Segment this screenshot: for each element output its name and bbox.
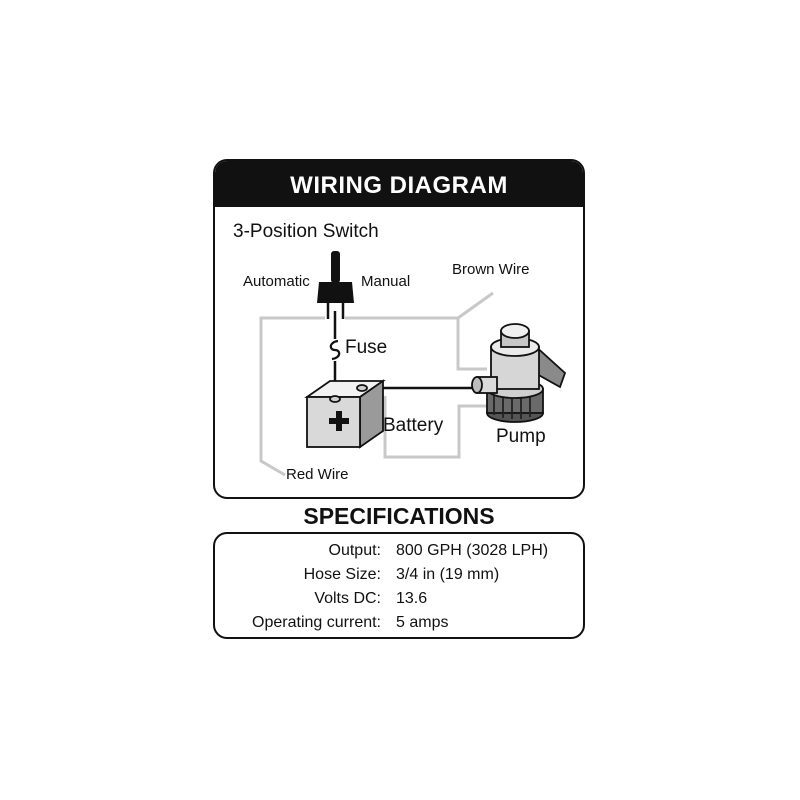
red-wire-battery (383, 396, 507, 459)
wiring-diagram-panel: WIRING DIAGRAM (213, 159, 585, 499)
battery-label: Battery (383, 415, 444, 436)
spec-value: 800 GPH (3028 LPH) (396, 542, 549, 559)
spec-row: Output: 800 GPH (3028 LPH) (215, 542, 583, 566)
wiring-diagram-drawing (259, 251, 567, 477)
fuse-icon (329, 339, 341, 361)
red-wire-label: Red Wire (286, 466, 349, 483)
spec-value: 3/4 in (19 mm) (396, 566, 500, 583)
automatic-label: Automatic (243, 273, 310, 290)
brown-wire-lead (456, 318, 487, 371)
gray-wires (259, 291, 507, 477)
specifications-panel: Output: 800 GPH (3028 LPH) Hose Size: 3/… (213, 532, 585, 639)
spec-row: Volts DC: 13.6 (215, 590, 583, 614)
switch-label: 3-Position Switch (233, 221, 379, 242)
manual-label: Manual (361, 273, 411, 290)
spec-row: Hose Size: 3/4 in (19 mm) (215, 566, 583, 590)
pump-icon (471, 323, 567, 423)
fuse-label: Fuse (345, 337, 388, 358)
wiring-diagram-title: WIRING DIAGRAM (215, 161, 583, 207)
brown-wire-label: Brown Wire (452, 261, 530, 278)
spec-label: Operating current: (252, 614, 381, 631)
spec-label: Hose Size: (303, 566, 381, 583)
spec-value: 13.6 (396, 590, 428, 607)
gray-wire-switch-left (259, 316, 325, 477)
pump-label: Pump (496, 426, 546, 447)
spec-row: Operating current: 5 amps (215, 614, 583, 638)
spec-label: Volts DC: (314, 590, 381, 607)
battery-icon (304, 379, 386, 449)
toggle-switch-icon (317, 251, 354, 319)
spec-label: Output: (328, 542, 381, 559)
gray-wire-switch-right (345, 291, 494, 320)
spec-value: 5 amps (396, 614, 449, 631)
specifications-title: SPECIFICATIONS (303, 503, 495, 529)
